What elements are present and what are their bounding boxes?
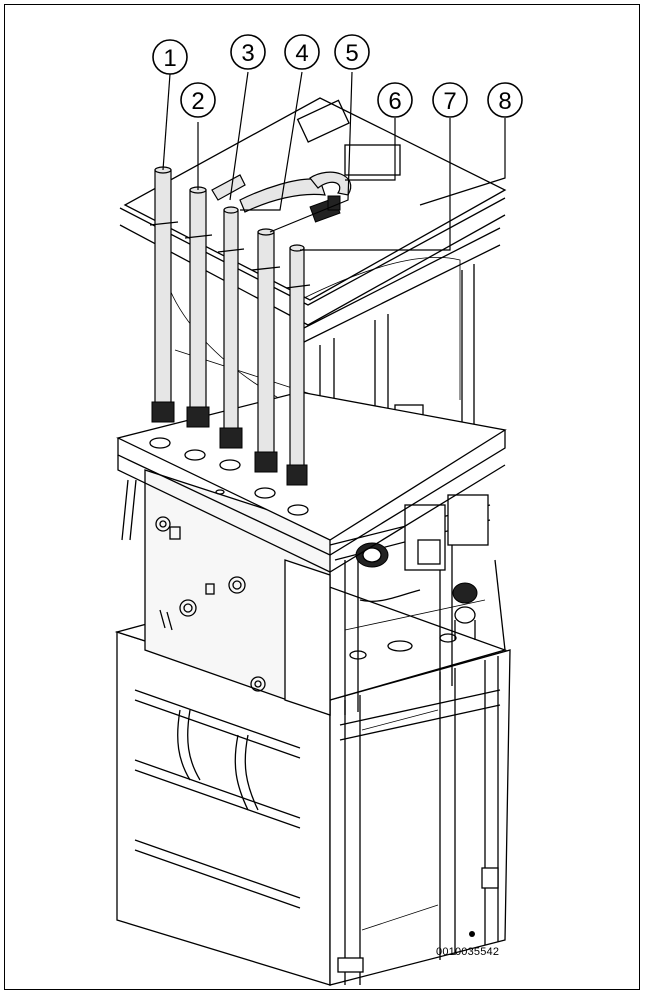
figure-frame — [4, 4, 640, 990]
callout-6: 6 — [377, 82, 413, 118]
leader-lines — [162, 71, 506, 251]
vertical-pipes — [149, 166, 311, 486]
callout-2-label: 2 — [191, 88, 204, 115]
callout-2: 2 — [180, 82, 216, 118]
callout-1: 1 — [152, 39, 188, 75]
callout-4: 4 — [284, 34, 320, 70]
callout-8: 8 — [487, 82, 523, 118]
callout-3-label: 3 — [241, 40, 254, 67]
callout-5-label: 5 — [345, 40, 358, 67]
callout-7: 7 — [432, 82, 468, 118]
callout-7-label: 7 — [443, 88, 456, 115]
callout-4-label: 4 — [295, 40, 308, 67]
callout-6-label: 6 — [388, 88, 401, 115]
callout-1-label: 1 — [163, 45, 176, 72]
callout-8-label: 8 — [498, 88, 511, 115]
lower-cabinet — [114, 579, 511, 986]
document-id: 0010035542 — [436, 946, 500, 958]
callout-5: 5 — [334, 34, 370, 70]
callout-3: 3 — [230, 34, 266, 70]
